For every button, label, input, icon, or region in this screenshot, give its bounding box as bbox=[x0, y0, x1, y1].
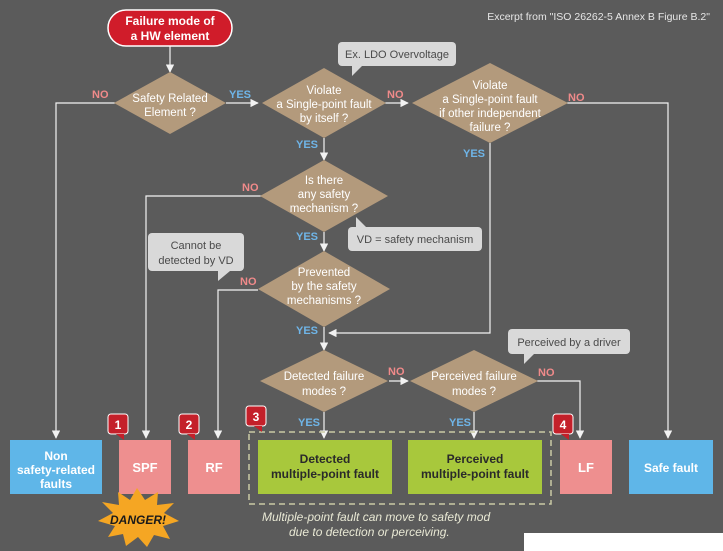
outcome-text: multiple-point fault bbox=[271, 467, 379, 481]
decision-violate-other: Violate a Single-point fault if other in… bbox=[412, 63, 568, 143]
callout-cannot-detect: Cannot be detected by VD bbox=[148, 233, 244, 281]
badge-1: 1 bbox=[107, 413, 129, 440]
decision-violate-spf: Violate a Single-point fault by itself ? bbox=[262, 68, 386, 138]
badge-number: 2 bbox=[186, 418, 193, 432]
outcome-lf: LF bbox=[560, 440, 612, 494]
decision-text: a Single-point fault bbox=[442, 94, 538, 106]
outcome-text: faults bbox=[40, 477, 72, 491]
callout-text: Ex. LDO Overvoltage bbox=[345, 49, 449, 61]
callout-vd: VD = safety mechanism bbox=[348, 217, 482, 251]
badge-number: 3 bbox=[253, 410, 260, 424]
callout-text: detected by VD bbox=[158, 255, 233, 267]
label-yes-violate-other: YES bbox=[463, 148, 485, 160]
decision-text: by itself ? bbox=[300, 113, 349, 125]
badge-number: 4 bbox=[560, 418, 567, 432]
decision-text: Safety Related bbox=[132, 93, 207, 105]
note-line-1: Multiple-point fault can move to safety … bbox=[262, 510, 490, 524]
label-yes-prevented: YES bbox=[296, 325, 318, 337]
label-yes-safety-related: YES bbox=[229, 89, 251, 101]
decision-detected: Detected failure modes ? bbox=[260, 350, 388, 412]
decision-text: Element ? bbox=[144, 107, 196, 119]
decision-text: a Single-point fault bbox=[276, 99, 372, 111]
decision-text: Violate bbox=[307, 85, 342, 97]
decision-text: Is there bbox=[305, 175, 343, 187]
label-no-safety-mechanism: NO bbox=[242, 182, 259, 194]
callout-text: Perceived by a driver bbox=[517, 337, 621, 349]
decision-prevented: Prevented by the safety mechanisms ? bbox=[258, 251, 390, 327]
corner-patch bbox=[524, 533, 723, 551]
label-no-violate-other: NO bbox=[568, 92, 585, 104]
decision-perceived: Perceived failure modes ? bbox=[410, 350, 538, 412]
outcome-text: SPF bbox=[132, 460, 157, 475]
outcome-text: RF bbox=[205, 460, 222, 475]
outcome-text: LF bbox=[578, 460, 594, 475]
note-line-2: due to detection or perceiving. bbox=[289, 525, 450, 539]
label-no-safety-related: NO bbox=[92, 89, 109, 101]
label-no-violate-spf: NO bbox=[387, 89, 404, 101]
badge-2: 2 bbox=[178, 413, 200, 440]
outcome-text: Perceived bbox=[447, 452, 504, 466]
callout-driver: Perceived by a driver bbox=[508, 329, 630, 364]
decision-text: Perceived failure bbox=[431, 371, 517, 383]
outcome-detected-mpf: Detected multiple-point fault bbox=[258, 440, 392, 494]
outcome-text: Non bbox=[44, 449, 67, 463]
callout-ldo: Ex. LDO Overvoltage bbox=[338, 42, 456, 76]
outcome-text: Safe fault bbox=[644, 461, 698, 475]
branch-labels: NO YES NO NO YES YES NO YES NO YES NO NO… bbox=[92, 89, 585, 429]
excerpt-caption: Excerpt from "ISO 26262-5 Annex B Figure… bbox=[487, 11, 710, 23]
decision-text: mechanisms ? bbox=[287, 295, 361, 307]
decision-safety-mechanism: Is there any safety mechanism ? bbox=[260, 160, 388, 232]
decision-text: Prevented bbox=[298, 267, 350, 279]
decision-text: modes ? bbox=[302, 386, 346, 398]
decision-text: Violate bbox=[473, 80, 508, 92]
badge-3: 3 bbox=[245, 405, 267, 432]
decision-text: if other independent bbox=[439, 108, 541, 120]
decision-text: any safety bbox=[298, 189, 351, 201]
start-line-1: Failure mode of bbox=[125, 14, 215, 28]
callout-text: Cannot be bbox=[171, 240, 222, 252]
multiple-point-group-frame bbox=[248, 431, 552, 505]
callout-text: VD = safety mechanism bbox=[357, 234, 473, 246]
label-no-prevented: NO bbox=[240, 276, 257, 288]
label-yes-perceived: YES bbox=[449, 417, 471, 429]
decision-text: failure ? bbox=[470, 122, 511, 134]
connectors bbox=[51, 46, 673, 439]
outcome-spf: SPF bbox=[119, 440, 171, 494]
outcome-text: safety-related bbox=[17, 463, 95, 477]
decision-text: by the safety bbox=[291, 281, 356, 293]
outcome-text: multiple-point fault bbox=[421, 467, 529, 481]
danger-burst-icon: DANGER! bbox=[98, 488, 179, 547]
label-no-perceived: NO bbox=[538, 367, 555, 379]
start-node: Failure mode of a HW element bbox=[107, 9, 233, 47]
decision-text: Detected failure bbox=[284, 371, 365, 383]
outcome-perceived-mpf: Perceived multiple-point fault bbox=[408, 440, 542, 494]
label-yes-violate-spf: YES bbox=[296, 139, 318, 151]
start-line-2: a HW element bbox=[131, 29, 210, 43]
badge-4: 4 bbox=[552, 413, 574, 440]
outcome-text: Detected bbox=[300, 452, 351, 466]
decision-safety-related: Safety Related Element ? bbox=[114, 72, 226, 134]
outcome-safe-fault: Safe fault bbox=[629, 440, 713, 494]
badge-number: 1 bbox=[115, 418, 122, 432]
decision-text: mechanism ? bbox=[290, 203, 358, 215]
label-no-detected: NO bbox=[388, 366, 405, 378]
danger-label: DANGER! bbox=[110, 513, 166, 527]
label-yes-safety-mechanism: YES bbox=[296, 231, 318, 243]
outcome-non-safety: Non safety-related faults bbox=[10, 440, 102, 494]
label-yes-detected: YES bbox=[298, 417, 320, 429]
decision-text: modes ? bbox=[452, 386, 496, 398]
outcome-rf: RF bbox=[188, 440, 240, 494]
